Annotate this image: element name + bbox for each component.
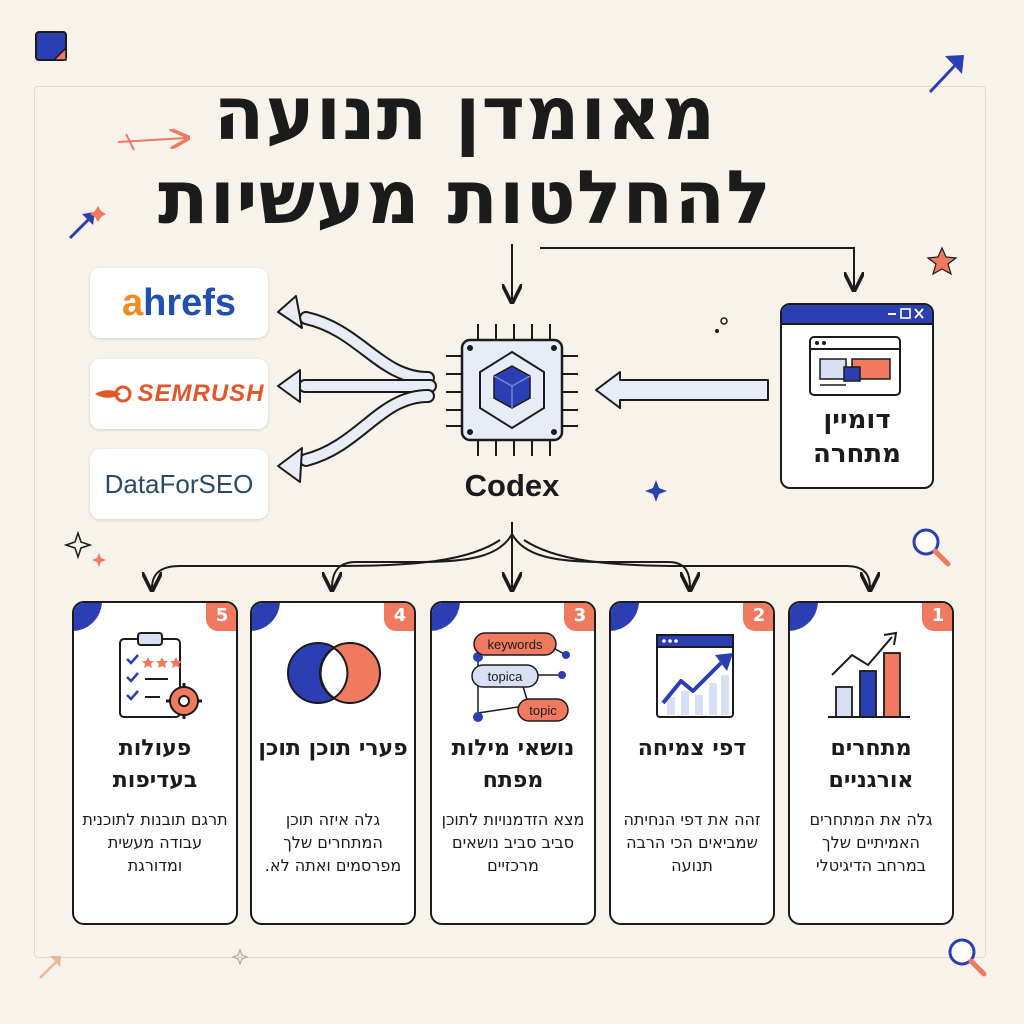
page-title: מאומדן תנועה להחלטות מעשיות bbox=[158, 71, 772, 241]
card-title: פעולות בעדיפות bbox=[112, 736, 198, 793]
card-organic-competitors: 1 מתחרים אורגניים גלה את המתחרים האמיתיי… bbox=[788, 601, 954, 925]
venn-diagram-icon bbox=[287, 642, 381, 704]
bar-chart-icon bbox=[828, 631, 910, 718]
card-description: גלה איזה תוכן המתחרים שלך מפרסמים ואתה ל… bbox=[264, 810, 402, 875]
card-number: 1 bbox=[922, 603, 952, 631]
card-prioritized-actions: 5 פעולות בעדיפות תרגם תובנות לתוכנית עבו… bbox=[72, 601, 238, 925]
dataforseo-logo: DataForSEO bbox=[90, 449, 268, 519]
card-growth-pages: 2 דפי צמיחה זהה את דפי הנחיתה שמביאים הכ… bbox=[609, 601, 775, 925]
card-description: תרגם תובנות לתוכנית עבודה מעשית ומדורגת bbox=[82, 810, 228, 875]
keyword-tag: topic bbox=[529, 703, 557, 718]
small-arrow-star-icon bbox=[68, 206, 106, 240]
window-titlebar bbox=[782, 305, 932, 325]
card-number: 5 bbox=[206, 603, 236, 631]
small-arrow-icon bbox=[39, 956, 61, 979]
card-number: 2 bbox=[743, 603, 773, 631]
card-description: זהה את דפי הנחיתה שמביאים הכי הרבה תנועה bbox=[623, 810, 761, 875]
card-title: דפי צמיחה bbox=[637, 736, 747, 761]
clipboard-gear-icon bbox=[119, 632, 202, 719]
sticky-note-icon bbox=[35, 31, 67, 61]
background-frame bbox=[34, 86, 986, 958]
keyword-network-icon: keywords topica topic bbox=[471, 632, 570, 722]
branch-arrows bbox=[152, 522, 870, 588]
window-controls-icon bbox=[888, 308, 924, 319]
magnifier-icon bbox=[912, 528, 951, 567]
arrow-domain-to-codex bbox=[595, 371, 769, 409]
card-description: מצא הזדמנויות לתוכן סביב סביב נושאים מרכ… bbox=[441, 810, 585, 875]
flow-arrow-to-domain bbox=[540, 247, 854, 288]
card-number: 3 bbox=[564, 603, 594, 631]
card-description: גלה את המתחרים האמיתיים שלך במרחב הדיגיט… bbox=[809, 810, 933, 875]
card-title: פערי תוכן תוכן bbox=[258, 736, 408, 761]
sparkle-icon bbox=[645, 480, 667, 502]
magnifier-icon bbox=[948, 938, 987, 977]
semrush-logo: SEMRUSH bbox=[90, 359, 268, 429]
browser-window-icon bbox=[809, 336, 901, 396]
card-title: נושאי מילות מפתח bbox=[451, 736, 575, 793]
growth-chart-window-icon bbox=[656, 634, 734, 718]
keyword-tag: topica bbox=[488, 669, 523, 684]
codex-chip-icon bbox=[446, 324, 578, 456]
sparkle-icon bbox=[63, 530, 93, 560]
star-icon bbox=[926, 246, 958, 276]
semrush-flame-icon bbox=[95, 385, 132, 403]
card-content-gaps: 4 פערי תוכן תוכן גלה איזה תוכן המתחרים ש… bbox=[250, 601, 416, 925]
competitor-domain-label: דומיין מתחרה bbox=[813, 405, 901, 469]
keyword-tag: keywords bbox=[488, 637, 543, 652]
card-number: 4 bbox=[384, 603, 414, 631]
codex-label: Codex bbox=[464, 468, 560, 503]
up-right-arrow-icon bbox=[928, 55, 964, 94]
card-keyword-topics: 3 keywords topica topic נושאי מילות מפתח… bbox=[430, 601, 596, 925]
coral-arrow-icon bbox=[117, 134, 186, 151]
arrows-codex-to-tools bbox=[277, 295, 437, 483]
competitor-domain-window: דומיין מתחרה bbox=[780, 303, 934, 489]
card-title: מתחרים אורגניים bbox=[828, 736, 914, 793]
